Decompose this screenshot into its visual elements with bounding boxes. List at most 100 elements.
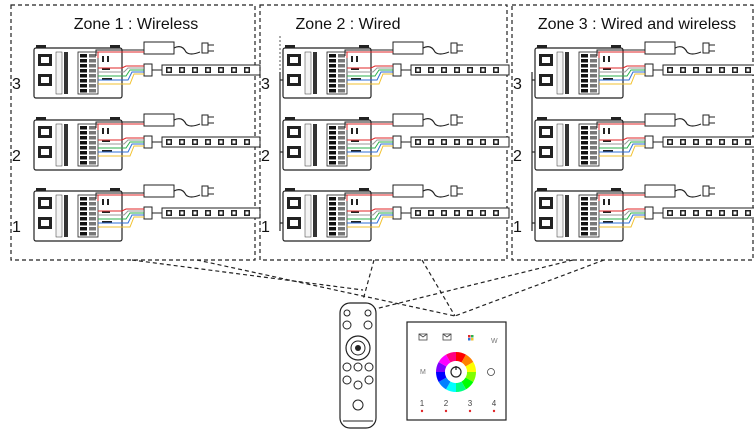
unit-number: 3 (12, 76, 21, 93)
wire-black (596, 121, 645, 128)
terminal-slot (89, 212, 96, 216)
mark (102, 211, 110, 213)
terminal-screw (80, 79, 87, 83)
terminal-slot (590, 74, 597, 78)
strip-connector (143, 206, 153, 220)
mark (603, 199, 605, 205)
power-cord (422, 118, 450, 127)
led-chip-core (668, 140, 672, 144)
hue-segment (436, 372, 447, 382)
unit-number: 3 (261, 76, 270, 93)
mark (351, 128, 353, 134)
terminal-screw (581, 79, 588, 83)
terminal-slot (590, 217, 597, 221)
plug-icon (702, 114, 710, 126)
terminal-block (77, 51, 99, 95)
led-wire (347, 208, 393, 212)
terminal-screw (80, 156, 87, 160)
strip-connector (644, 206, 654, 220)
led-chip-core (746, 211, 750, 215)
tab (359, 117, 369, 120)
terminal-screw (80, 232, 87, 236)
led-chip-core (219, 211, 223, 215)
terminal-slot (590, 161, 597, 165)
led-chip-core (442, 211, 446, 215)
led-chip-core (733, 211, 737, 215)
tab (285, 117, 295, 120)
led-wire (347, 216, 393, 228)
terminal-screw (80, 136, 87, 140)
hue-segment (465, 372, 476, 382)
port-slot (41, 57, 49, 63)
led-wire (98, 141, 144, 149)
led-wire (599, 214, 645, 224)
led-wire (347, 139, 393, 145)
port-slot (542, 200, 550, 206)
terminal-slot (590, 84, 597, 88)
terminal-slot (338, 151, 345, 155)
wire-black (95, 49, 144, 56)
mark (107, 128, 109, 134)
label-strip (55, 51, 63, 95)
terminal-slot (590, 202, 597, 206)
led-chip-core (468, 140, 472, 144)
remote-wheel-inner (350, 340, 366, 356)
color-grid-icon (468, 335, 474, 341)
label-strip-dark (313, 124, 317, 166)
label-strip-dark (313, 52, 317, 94)
led-wire (98, 143, 144, 153)
terminal-screw (581, 64, 588, 68)
label-strip-dark (64, 195, 68, 237)
terminal-slot (338, 84, 345, 88)
terminal-block (578, 123, 600, 167)
terminal-slot (338, 131, 345, 135)
terminal-slot (338, 156, 345, 160)
led-chip-core (681, 211, 685, 215)
mode-label: M (420, 369, 426, 376)
unit-number: 1 (513, 219, 522, 236)
mail-body (418, 333, 428, 341)
tab (537, 45, 547, 48)
remote-button (353, 380, 363, 390)
terminal-screw (581, 54, 588, 58)
signal-line (196, 259, 456, 317)
terminal-slot (338, 69, 345, 73)
wire-black (596, 49, 645, 56)
led-chip-core (245, 140, 249, 144)
led-wire (347, 71, 393, 81)
mail-flap (418, 333, 428, 338)
terminal-screw (80, 84, 87, 88)
tab (36, 188, 46, 191)
plug-icon (450, 42, 458, 54)
led-wire (347, 69, 393, 77)
zone-indicator-dot (420, 409, 424, 413)
zone-indicator-dot (492, 409, 496, 413)
mark (608, 128, 610, 134)
led-chip-core (681, 68, 685, 72)
terminal-slot (338, 207, 345, 211)
led-chip-core (442, 68, 446, 72)
terminal-slot (89, 161, 96, 165)
port-slot (290, 57, 298, 63)
label-strip-dark (565, 195, 569, 237)
terminal-screw (329, 74, 336, 78)
terminal-slot (89, 227, 96, 231)
led-chip-core (668, 211, 672, 215)
led-chip-core (720, 211, 724, 215)
plug-icon (201, 114, 209, 126)
controller-unit (534, 113, 754, 171)
mark (351, 150, 361, 152)
controller-unit (534, 41, 754, 99)
color-cell (471, 338, 474, 341)
terminal-slot (89, 89, 96, 93)
terminal-slot (590, 207, 597, 211)
power-supply (644, 113, 676, 127)
strip-connector (143, 135, 153, 149)
tab (359, 188, 369, 191)
terminal-slot (590, 197, 597, 201)
led-wire (599, 143, 645, 153)
strip-connector (143, 63, 153, 77)
hue-segment (436, 362, 447, 372)
